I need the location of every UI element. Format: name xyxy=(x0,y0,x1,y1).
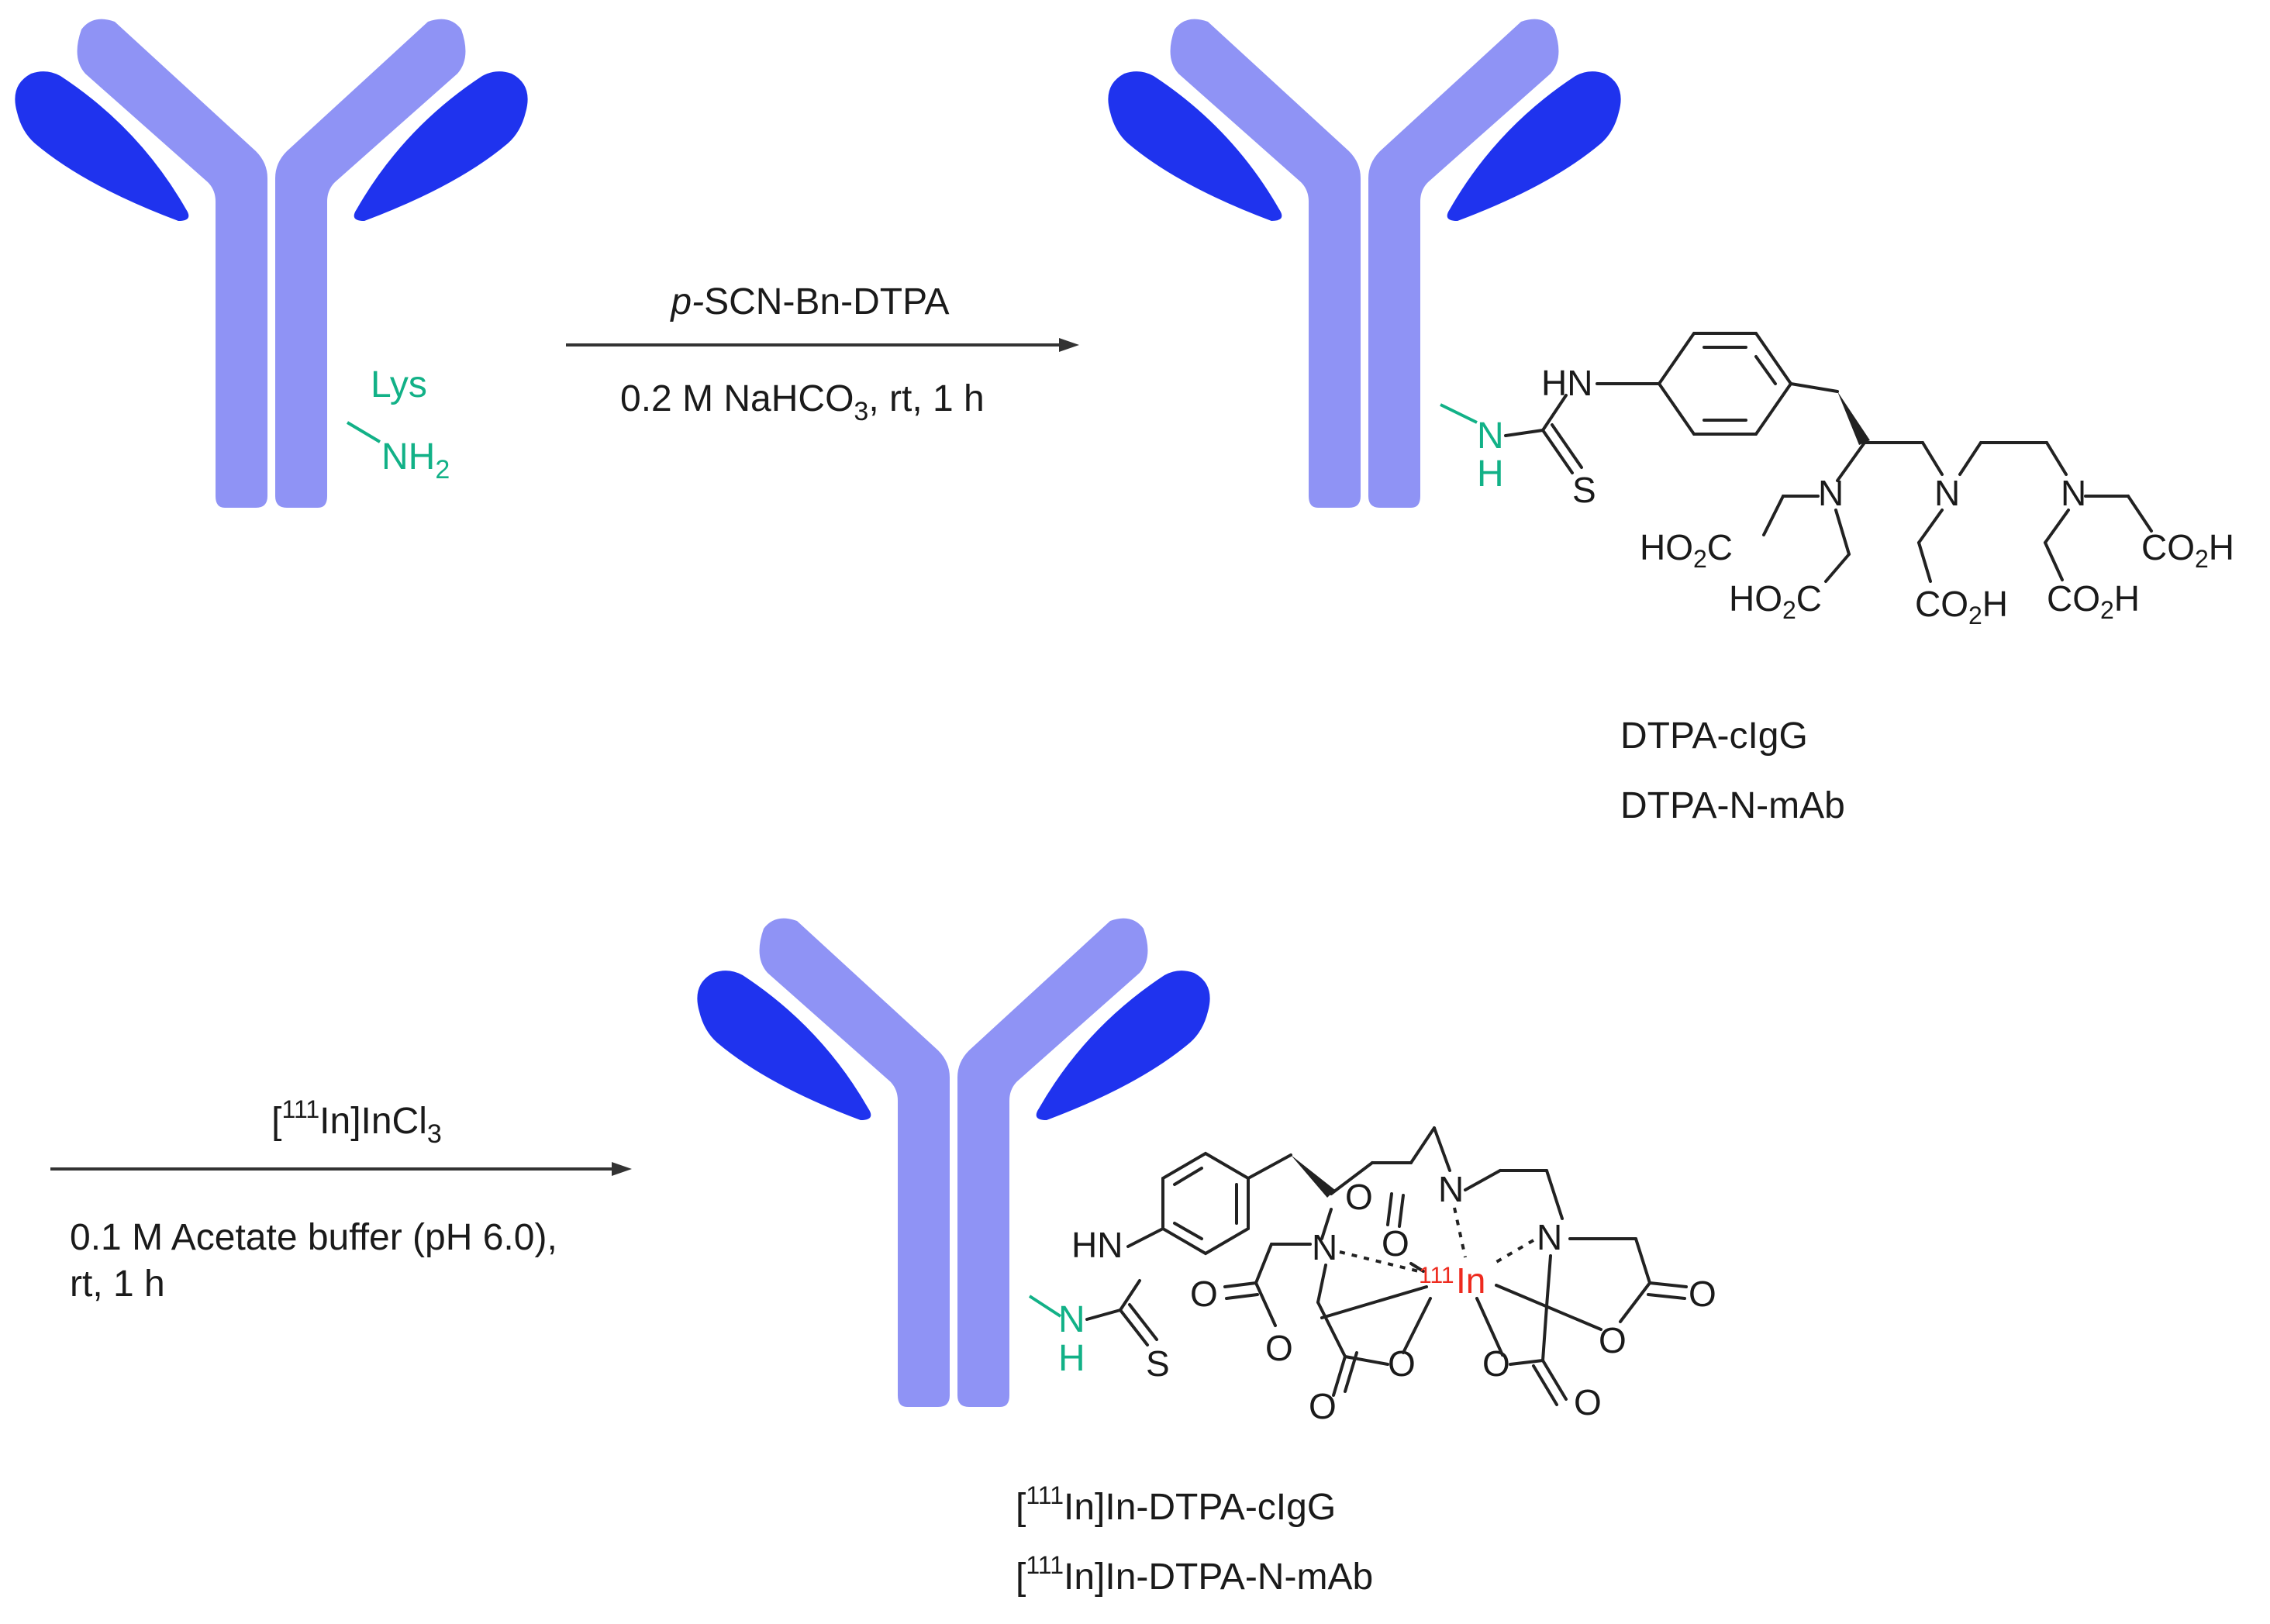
product1-conjugate: N H S HN N N N HO2C HO2C CO2H xyxy=(1108,19,2234,629)
svg-text:O: O xyxy=(1265,1328,1293,1368)
thiourea-s: S xyxy=(1572,470,1596,510)
product1-name-2: DTPA-N-mAb xyxy=(1620,785,1845,826)
amine-label: NH2 xyxy=(381,436,450,484)
product2-name-1: [111In]In-DTPA-cIgG xyxy=(1016,1481,1336,1528)
svg-text:In: In xyxy=(1456,1260,1485,1301)
step2-arrowhead xyxy=(612,1162,632,1176)
step1-reagent: p-SCN-Bn-DTPA xyxy=(669,281,949,322)
step1-arrowhead xyxy=(1059,338,1079,352)
svg-text:N: N xyxy=(1312,1227,1337,1267)
step1-arrow-group: p-SCN-Bn-DTPA 0.2 M NaHCO3, rt, 1 h xyxy=(566,281,1079,426)
svg-text:O: O xyxy=(1689,1274,1716,1314)
svg-text:O: O xyxy=(1309,1386,1337,1426)
lysine-label: Lys xyxy=(371,364,427,405)
step2-conditions-1: 0.1 M Acetate buffer (pH 6.0), xyxy=(70,1217,557,1258)
thiourea-nh-h: H xyxy=(1477,453,1504,495)
product2-name-2: [111In]In-DTPA-N-mAb xyxy=(1016,1551,1373,1598)
carboxylic-acid-1: HO2C xyxy=(1640,527,1733,573)
svg-text:N: N xyxy=(1058,1299,1085,1340)
carboxylic-acid-5: CO2H xyxy=(2141,527,2234,573)
svg-text:O: O xyxy=(1190,1274,1218,1314)
carboxylic-acid-2: HO2C xyxy=(1729,578,1822,624)
starting-antibody: Lys NH2 xyxy=(15,19,528,508)
antibody-icon xyxy=(15,19,528,508)
svg-text:N: N xyxy=(1934,473,1960,513)
step1-conditions: 0.2 M NaHCO3, rt, 1 h xyxy=(620,378,985,426)
svg-text:O: O xyxy=(1574,1382,1602,1422)
aniline-hn: HN xyxy=(1541,363,1592,403)
step2-arrow-group: [111In]InCl3 0.1 M Acetate buffer (pH 6.… xyxy=(50,1095,632,1305)
svg-text:N: N xyxy=(1438,1169,1464,1209)
carboxylic-acid-4: CO2H xyxy=(2047,578,2140,624)
svg-text:N: N xyxy=(1537,1217,1562,1257)
indium-center: 111 In xyxy=(1419,1260,1485,1301)
step2-reagent: [111In]InCl3 xyxy=(271,1095,442,1149)
svg-text:O: O xyxy=(1382,1223,1409,1264)
lysine-bond xyxy=(346,421,381,443)
svg-text:O: O xyxy=(1388,1343,1416,1384)
svg-text:O: O xyxy=(1599,1320,1627,1360)
antibody-icon xyxy=(697,918,1210,1407)
svg-text:HN: HN xyxy=(1071,1225,1123,1265)
svg-text:O: O xyxy=(1345,1177,1373,1217)
svg-text:H: H xyxy=(1058,1338,1085,1379)
svg-text:O: O xyxy=(1482,1343,1510,1384)
product2-complex: N H S HN N O N N O O xyxy=(697,918,1716,1426)
product1-name-1: DTPA-cIgG xyxy=(1620,715,1808,757)
svg-text:N: N xyxy=(1818,473,1844,513)
svg-text:111: 111 xyxy=(1419,1263,1454,1288)
step2-conditions-2: rt, 1 h xyxy=(70,1264,165,1305)
svg-text:S: S xyxy=(1146,1343,1170,1384)
thiourea-nh-n: N xyxy=(1477,415,1504,457)
svg-text:N: N xyxy=(2061,473,2086,513)
carboxylic-acid-3: CO2H xyxy=(1915,584,2008,629)
